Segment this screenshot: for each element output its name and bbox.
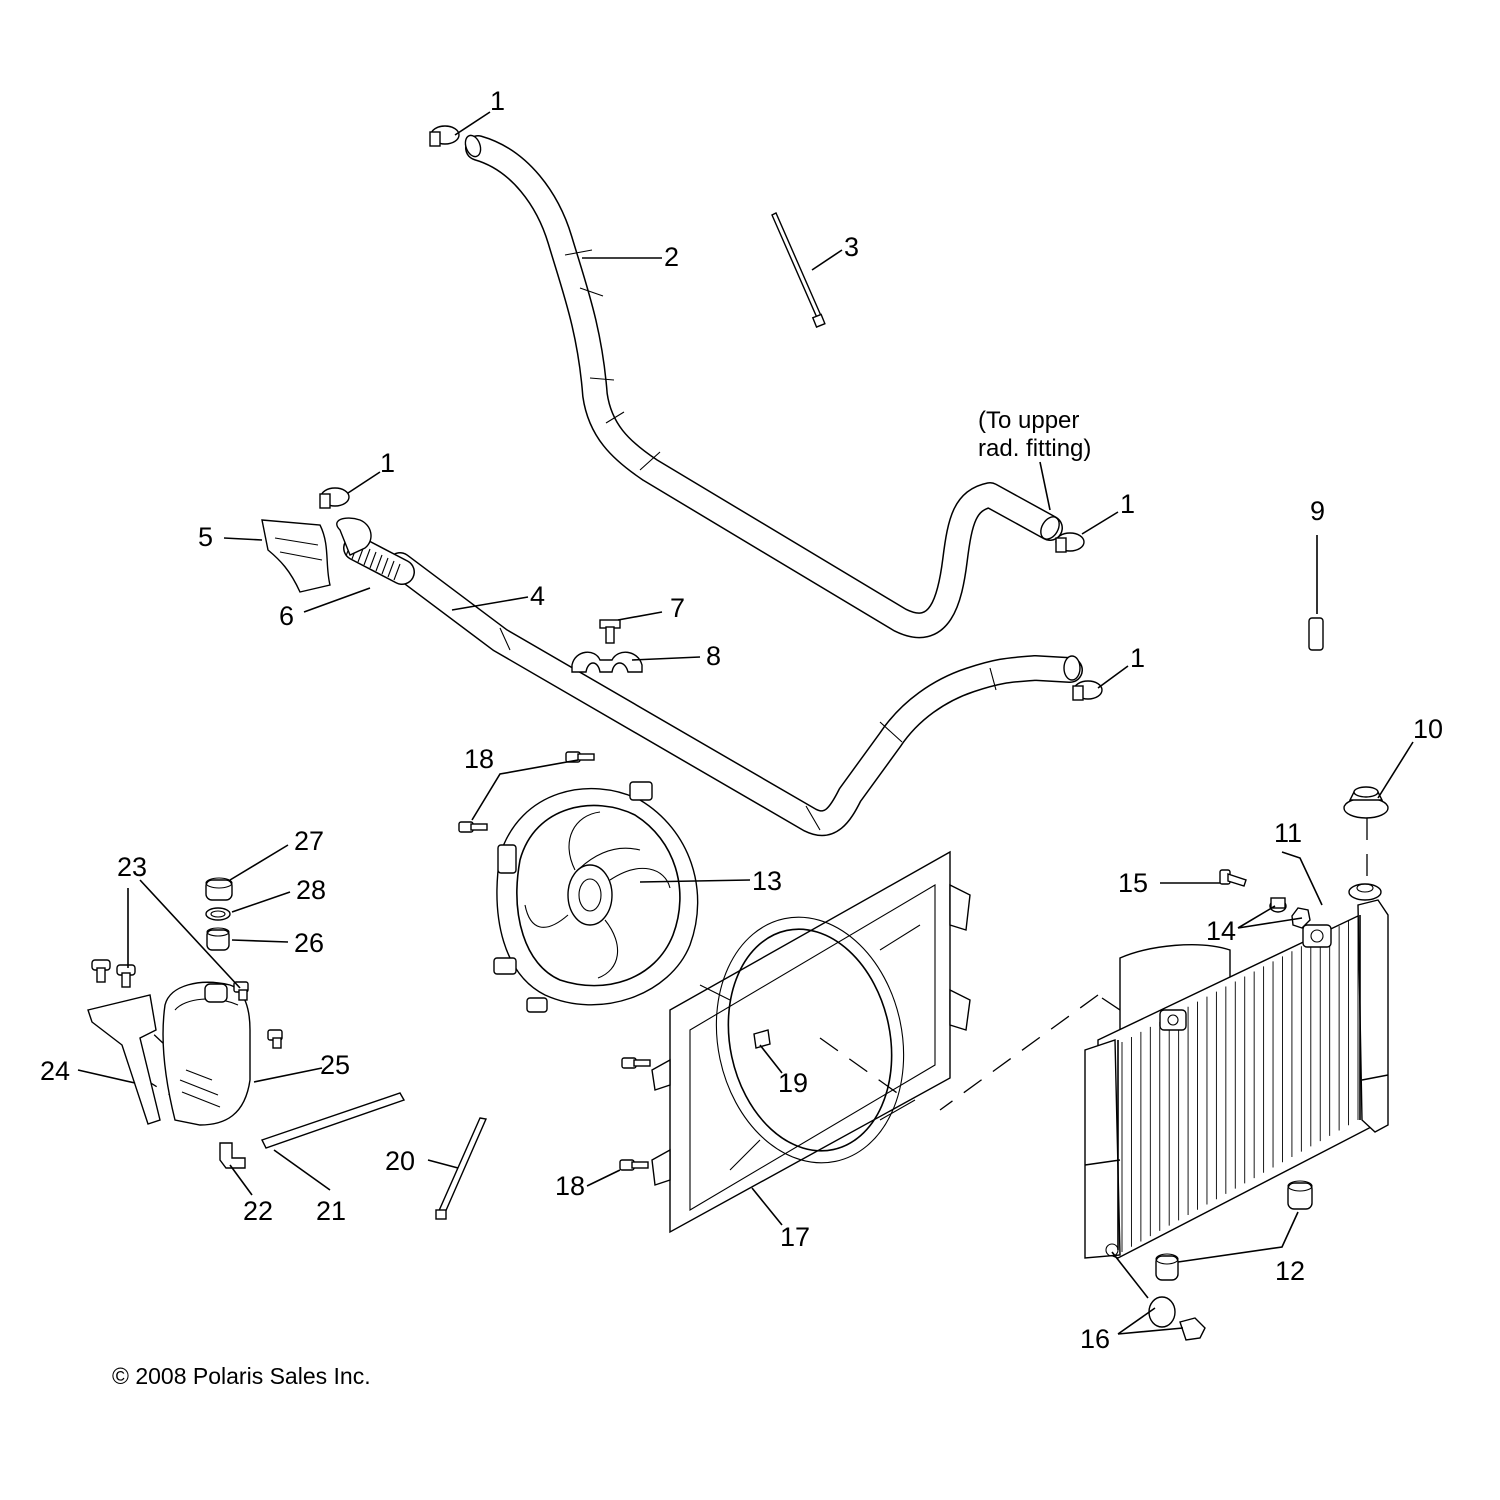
callout-6: 6	[279, 601, 294, 631]
radiator-cap	[1343, 786, 1389, 819]
radiator-screw	[1219, 869, 1247, 887]
callout-9: 9	[1310, 496, 1325, 526]
note-line-2: rad. fitting)	[978, 435, 1091, 462]
callout-27: 27	[294, 826, 324, 856]
callout-4: 4	[530, 581, 545, 611]
callout-2: 2	[664, 242, 679, 272]
callout-26: 26	[294, 928, 324, 958]
overflow-hose	[261, 1092, 406, 1149]
cable-tie	[771, 212, 826, 328]
callout-1: 1	[380, 448, 395, 478]
bleeder-tube	[1308, 617, 1324, 651]
coolant-reservoir	[162, 981, 251, 1126]
callout-21: 21	[316, 1196, 346, 1226]
callout-20: 20	[385, 1146, 415, 1176]
reservoir-cap	[205, 877, 233, 901]
callout-10: 10	[1413, 714, 1443, 744]
hose-bracket	[571, 651, 643, 673]
callout-28: 28	[296, 875, 326, 905]
cable-tie-long	[435, 1117, 488, 1220]
filler-neck	[206, 927, 230, 951]
radiator-mount-nut	[1269, 897, 1287, 913]
bracket-screw	[91, 959, 111, 983]
callout-labels: 1 2 3 1 1 5 4 7 6 8 1 9 10 18 11 27 23 1…	[40, 86, 1443, 1354]
fan-mount-bolt	[458, 821, 488, 833]
reservoir-bracket	[87, 994, 161, 1125]
copyright-text: © 2008 Polaris Sales Inc.	[112, 1363, 371, 1389]
hose-clamp	[319, 487, 350, 509]
callout-17: 17	[780, 1222, 810, 1252]
hose-clamp	[1055, 532, 1085, 553]
cooling-fan-assembly	[493, 781, 699, 1013]
callout-12: 12	[1275, 1256, 1305, 1286]
bolt	[599, 619, 621, 644]
corrugated-hose-section	[336, 517, 415, 585]
hose-clamp	[429, 125, 460, 147]
radiator	[1084, 883, 1389, 1259]
callout-15: 15	[1118, 868, 1148, 898]
callout-1: 1	[490, 86, 505, 116]
hose-clamp	[1072, 680, 1103, 701]
cap-seal	[205, 907, 231, 921]
callout-22: 22	[243, 1196, 273, 1226]
leader-lines	[77, 111, 1414, 1335]
temperature-sensor	[1148, 1296, 1206, 1341]
hose-elbow-adapter	[261, 519, 331, 593]
reservoir-screw	[267, 1029, 283, 1049]
radiator-grommet	[1287, 1180, 1313, 1210]
fan-shroud	[651, 850, 971, 1234]
callout-25: 25	[320, 1050, 350, 1080]
shroud-bolt	[619, 1159, 649, 1171]
callout-18: 18	[464, 744, 494, 774]
callout-13: 13	[752, 866, 782, 896]
callout-14: 14	[1206, 916, 1236, 946]
callout-5: 5	[198, 522, 213, 552]
elbow-fitting	[219, 1142, 246, 1169]
callout-24: 24	[40, 1056, 70, 1086]
callout-23: 23	[117, 852, 147, 882]
bracket-screw	[116, 964, 136, 988]
fan-mount-bolt	[565, 751, 595, 763]
callout-7: 7	[670, 593, 685, 623]
callout-19: 19	[778, 1068, 808, 1098]
callout-1: 1	[1120, 489, 1135, 519]
callout-1: 1	[1130, 643, 1145, 673]
radiator-grommet	[1155, 1253, 1179, 1281]
lower-coolant-hose	[387, 552, 1083, 837]
callout-16: 16	[1080, 1324, 1110, 1354]
shroud-bolt	[621, 1057, 651, 1069]
callout-3: 3	[844, 232, 859, 262]
callout-11: 11	[1274, 818, 1302, 848]
callout-18: 18	[555, 1171, 585, 1201]
callout-8: 8	[706, 641, 721, 671]
note-line-1: (To upper	[978, 407, 1079, 434]
upper-coolant-hose	[464, 134, 1063, 639]
